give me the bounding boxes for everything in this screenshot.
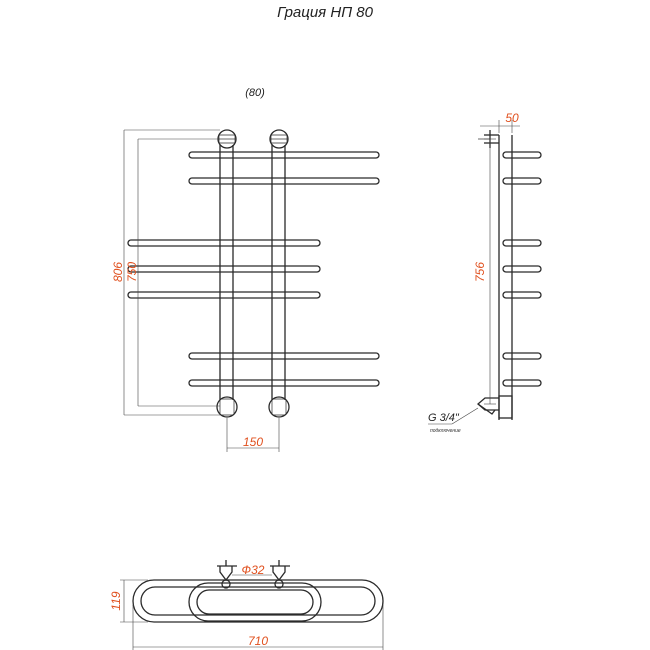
dim-top-depth: 119: [109, 591, 123, 610]
valve-right: [270, 560, 290, 589]
dim-width-centers: 150: [243, 435, 263, 449]
front-view: 806 750 150: [111, 129, 380, 452]
rail-4: [127, 265, 321, 273]
side-bottom-fitting: [477, 395, 513, 419]
rail-7: [188, 379, 380, 387]
dimension-50: 50: [480, 111, 520, 133]
drawing-title: Грация НП 80: [277, 4, 373, 21]
bottom-fitting-left: [216, 396, 238, 418]
thread-note: подключение: [430, 428, 461, 434]
top-fitting-left: [217, 129, 237, 149]
dimension-756: 756: [473, 138, 496, 405]
dim-top-width: 710: [248, 634, 268, 648]
dimension-150: 150: [226, 418, 280, 452]
inner-loop: [188, 582, 322, 622]
outer-loop-inner: [140, 586, 376, 616]
dimension-119: 119: [109, 579, 148, 623]
side-view: 50 756 G 3/4" подключение: [428, 111, 542, 434]
dimension-750: 750: [125, 138, 220, 407]
dim-height-inner: 750: [125, 262, 139, 282]
rail-1: [188, 151, 380, 159]
rail-2: [188, 177, 380, 185]
rail-6: [188, 352, 380, 360]
thread-label: G 3/4": [428, 412, 460, 424]
dimension-806: 806: [111, 129, 220, 416]
rail-3: [127, 239, 321, 247]
valve-left: [217, 560, 237, 589]
dim-height-outer: 806: [111, 262, 125, 282]
thread-callout: G 3/4" подключение: [428, 407, 479, 434]
top-fitting-right: [269, 129, 289, 149]
dim-side-height: 756: [473, 262, 487, 282]
inner-loop-inner: [196, 589, 314, 615]
outer-loop: [132, 579, 384, 623]
rail-5: [127, 291, 321, 299]
dimension-diameter: Ф32: [232, 563, 272, 577]
dim-side-depth: 50: [505, 111, 519, 125]
dimension-710: 710: [132, 605, 384, 650]
bottom-fitting-right: [268, 396, 290, 418]
top-view: Ф32 119 710: [109, 560, 384, 650]
dim-diameter: Ф32: [242, 563, 265, 577]
variant-label: (80): [245, 87, 265, 99]
